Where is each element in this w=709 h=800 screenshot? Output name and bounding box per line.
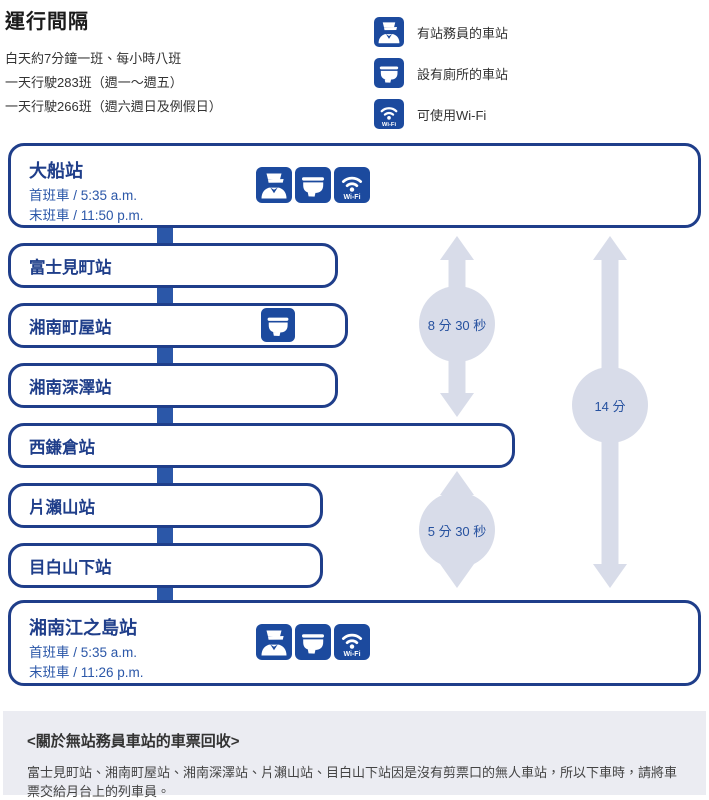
- station-box-shonan-fukasawa: 湘南深澤站: [8, 363, 338, 408]
- interval-ofuna-nishikamakura: 8 分 30 秒: [419, 236, 495, 417]
- first-train-time: 首班車 / 5:35 a.m.: [29, 188, 138, 203]
- station-name: 湘南深澤站: [29, 378, 112, 397]
- interval-bubble: 8 分 30 秒: [419, 286, 495, 362]
- interval-label: 5 分 30 秒: [427, 523, 487, 539]
- note-heading: <關於無站務員車站的車票回收>: [27, 733, 240, 750]
- staff-icon: [256, 167, 292, 203]
- interval-bubble: 14 分: [572, 367, 648, 443]
- station-name: 富士見町站: [29, 258, 112, 277]
- interval-bubble: 5 分 30 秒: [419, 492, 495, 568]
- station-name: 片瀨山站: [29, 498, 95, 517]
- legend: 有站務員的車站 設有廁所的車站 可使用Wi-Fi: [374, 17, 508, 140]
- legend-label: 有站務員的車站: [417, 25, 509, 41]
- schedule-line-2: 一天行駛283班（週一～週五）: [5, 75, 183, 90]
- station-box-ofuna: 大船站 首班車 / 5:35 a.m. 末班車 / 11:50 p.m.: [8, 143, 701, 228]
- station-name: 湘南江之島站: [29, 618, 137, 638]
- route-line-segment: [157, 525, 173, 545]
- route-line-segment: [157, 465, 173, 485]
- station-box-katase-yama: 片瀨山站: [8, 483, 323, 528]
- interval-label: 8 分 30 秒: [427, 317, 487, 333]
- route-line-segment: [157, 285, 173, 305]
- station-box-nishi-kamakura: 西鎌倉站: [8, 423, 515, 468]
- note-box: <關於無站務員車站的車票回收> 富士見町站、湘南町屋站、湘南深澤站、片瀨山站、目…: [3, 711, 706, 799]
- route-line-segment: [157, 405, 173, 425]
- station-box-shonan-machiya: 湘南町屋站: [8, 303, 348, 348]
- station-name: 大船站: [29, 161, 83, 181]
- station-name: 湘南町屋站: [29, 318, 112, 337]
- first-train-time: 首班車 / 5:35 a.m.: [29, 645, 138, 660]
- page-title: 運行間隔: [5, 11, 89, 33]
- legend-label: 設有廁所的車站: [417, 66, 509, 82]
- toilet-icon: [295, 624, 331, 660]
- station-facility-icons: [261, 308, 295, 347]
- legend-item-toilet: 設有廁所的車站: [374, 58, 508, 88]
- arrow-down-icon: [440, 564, 474, 588]
- interval-label: 14 分: [594, 398, 626, 414]
- interval-nishikamakura-enoshima: 5 分 30 秒: [419, 471, 495, 588]
- route-line-segment: [157, 585, 173, 602]
- station-name: 目白山下站: [29, 558, 112, 577]
- last-train-time: 末班車 / 11:50 p.m.: [29, 208, 144, 223]
- schedule-line-1: 白天約7分鐘一班、每小時八班: [5, 51, 182, 66]
- station-box-shonan-enoshima: 湘南江之島站 首班車 / 5:35 a.m. 末班車 / 11:26 p.m.: [8, 600, 701, 686]
- station-name: 西鎌倉站: [29, 438, 95, 457]
- wifi-icon: [334, 624, 370, 660]
- arrow-down-icon: [593, 564, 627, 588]
- route-line-segment: [157, 225, 173, 245]
- wifi-icon: [374, 99, 404, 129]
- legend-item-wifi: 可使用Wi-Fi: [374, 99, 508, 129]
- toilet-icon: [374, 58, 404, 88]
- station-box-mejiro-yamashita: 目白山下站: [8, 543, 323, 588]
- note-body: 富士見町站、湘南町屋站、湘南深澤站、片瀨山站、目白山下站因是沒有剪票口的無人車站…: [27, 765, 678, 799]
- station-facility-icons: [256, 167, 370, 203]
- legend-item-staff: 有站務員的車站: [374, 17, 508, 47]
- staff-icon: [374, 17, 404, 47]
- wifi-icon: [334, 167, 370, 203]
- toilet-icon: [261, 308, 295, 342]
- toilet-icon: [295, 167, 331, 203]
- last-train-time: 末班車 / 11:26 p.m.: [29, 665, 144, 680]
- station-facility-icons: [256, 624, 370, 660]
- legend-label: 可使用Wi-Fi: [417, 107, 487, 123]
- arrow-down-icon: [440, 393, 474, 417]
- route-line-segment: [157, 345, 173, 365]
- schedule-info: 白天約7分鐘一班、每小時八班 一天行駛283班（週一～週五） 一天行駛266班（…: [5, 47, 222, 119]
- staff-icon: [256, 624, 292, 660]
- station-box-fujimicho: 富士見町站: [8, 243, 338, 288]
- interval-ofuna-enoshima: 14 分: [572, 236, 648, 588]
- schedule-line-3: 一天行駛266班（週六週日及例假日）: [5, 99, 222, 114]
